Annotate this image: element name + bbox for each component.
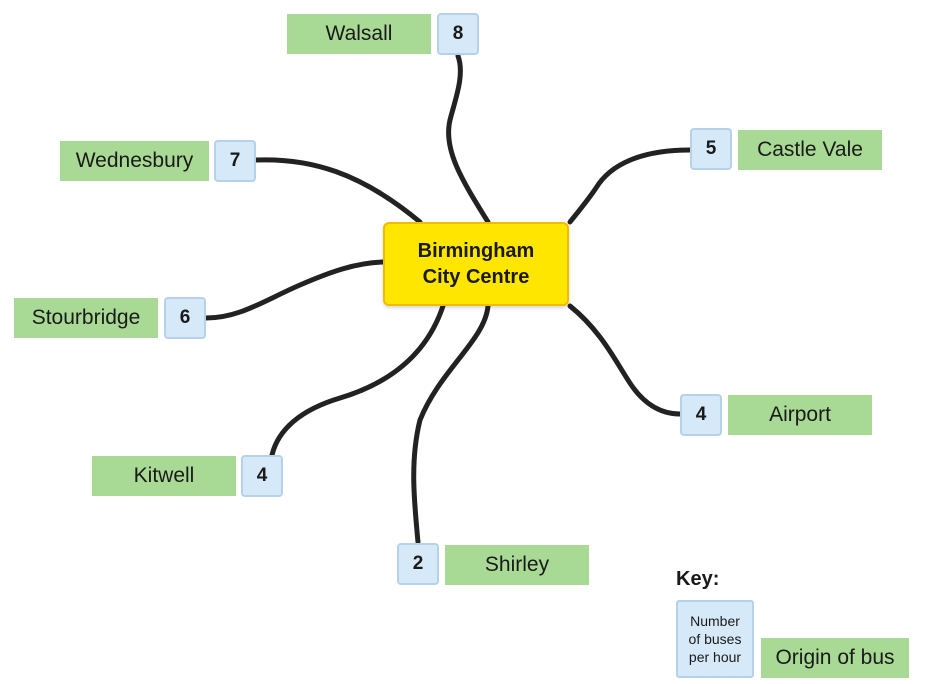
key-count-box: Number of buses per hour <box>676 600 754 678</box>
key-title: Key: <box>676 568 720 590</box>
connector-shirley <box>411 303 491 545</box>
count-wednesbury: 7 <box>214 140 256 182</box>
count-stourbridge: 6 <box>164 297 206 339</box>
count-kitwell: 4 <box>241 455 283 497</box>
connector-castle-vale <box>567 147 693 225</box>
count-walsall: 8 <box>437 13 479 55</box>
origin-wednesbury: Wednesbury <box>60 141 209 181</box>
origin-kitwell: Kitwell <box>92 456 236 496</box>
hub-node: Birmingham City Centre <box>383 222 569 306</box>
count-castle-vale: 5 <box>690 128 732 170</box>
origin-walsall: Walsall <box>287 14 431 54</box>
origin-shirley: Shirley <box>445 545 589 585</box>
key-count-line1: Number <box>690 612 740 629</box>
count-airport: 4 <box>680 394 722 436</box>
origin-airport: Airport <box>728 395 872 435</box>
key-count-line2: of buses <box>688 630 742 647</box>
hub-label-line2: City Centre <box>422 266 530 288</box>
connector-stourbridge <box>203 259 386 321</box>
key-count-line3: per hour <box>688 649 742 666</box>
connector-wednesbury <box>253 157 423 225</box>
origin-stourbridge: Stourbridge <box>14 298 158 338</box>
key-origin-box: Origin of bus <box>761 638 909 678</box>
hub-label-line1: Birmingham <box>417 240 535 262</box>
count-shirley: 2 <box>397 543 439 585</box>
connector-airport <box>567 303 683 417</box>
origin-castle-vale: Castle Vale <box>738 130 882 170</box>
connector-kitwell <box>269 303 446 458</box>
connector-walsall <box>446 53 491 225</box>
